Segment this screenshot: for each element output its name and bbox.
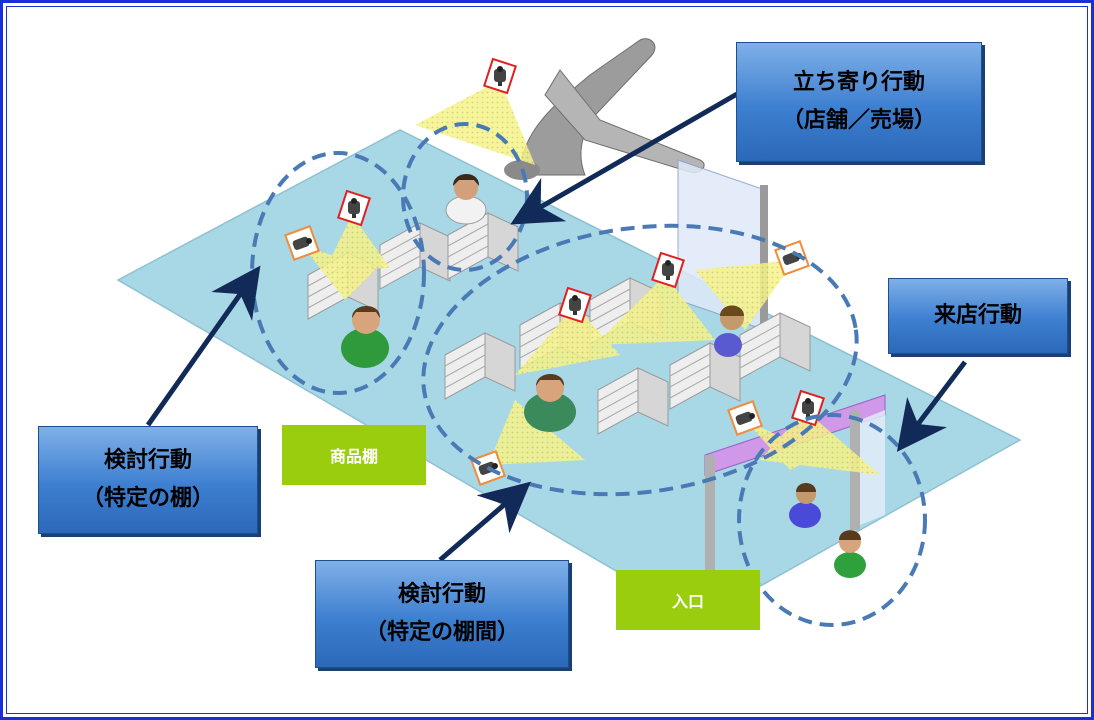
callout-raiten-line1: 来店行動 xyxy=(933,302,1022,328)
callout-kentou-shelf-line1: 検討行動 xyxy=(103,447,192,473)
tag-shelf: 商品棚 xyxy=(282,425,426,485)
callout-kentou-shelf-line2: （特定の棚） xyxy=(81,486,214,511)
camera-view-cones xyxy=(302,80,880,475)
callout-tachiyori-line2: （店舗／売場） xyxy=(781,108,936,133)
callout-kentou-between: 検討行動 （特定の棚間） xyxy=(315,560,569,668)
inner-frame xyxy=(6,6,1088,714)
escalator-icon xyxy=(504,38,705,180)
person-icon xyxy=(341,174,866,578)
callout-kentou-shelf: 検討行動 （特定の棚） xyxy=(38,426,258,534)
callout-kentou-between-line2: （特定の棚間） xyxy=(364,620,519,645)
glass-post xyxy=(760,185,768,335)
tag-entrance: 入口 xyxy=(616,570,760,630)
callout-tachiyori: 立ち寄り行動 （店舗／売場） xyxy=(736,42,982,162)
callout-kentou-between-line1: 検討行動 xyxy=(397,581,486,607)
store-floor xyxy=(116,129,1022,621)
callout-arrows xyxy=(145,87,967,562)
callout-tachiyori-line1: 立ち寄り行動 xyxy=(792,69,925,95)
callout-raiten: 来店行動 xyxy=(888,278,1068,354)
